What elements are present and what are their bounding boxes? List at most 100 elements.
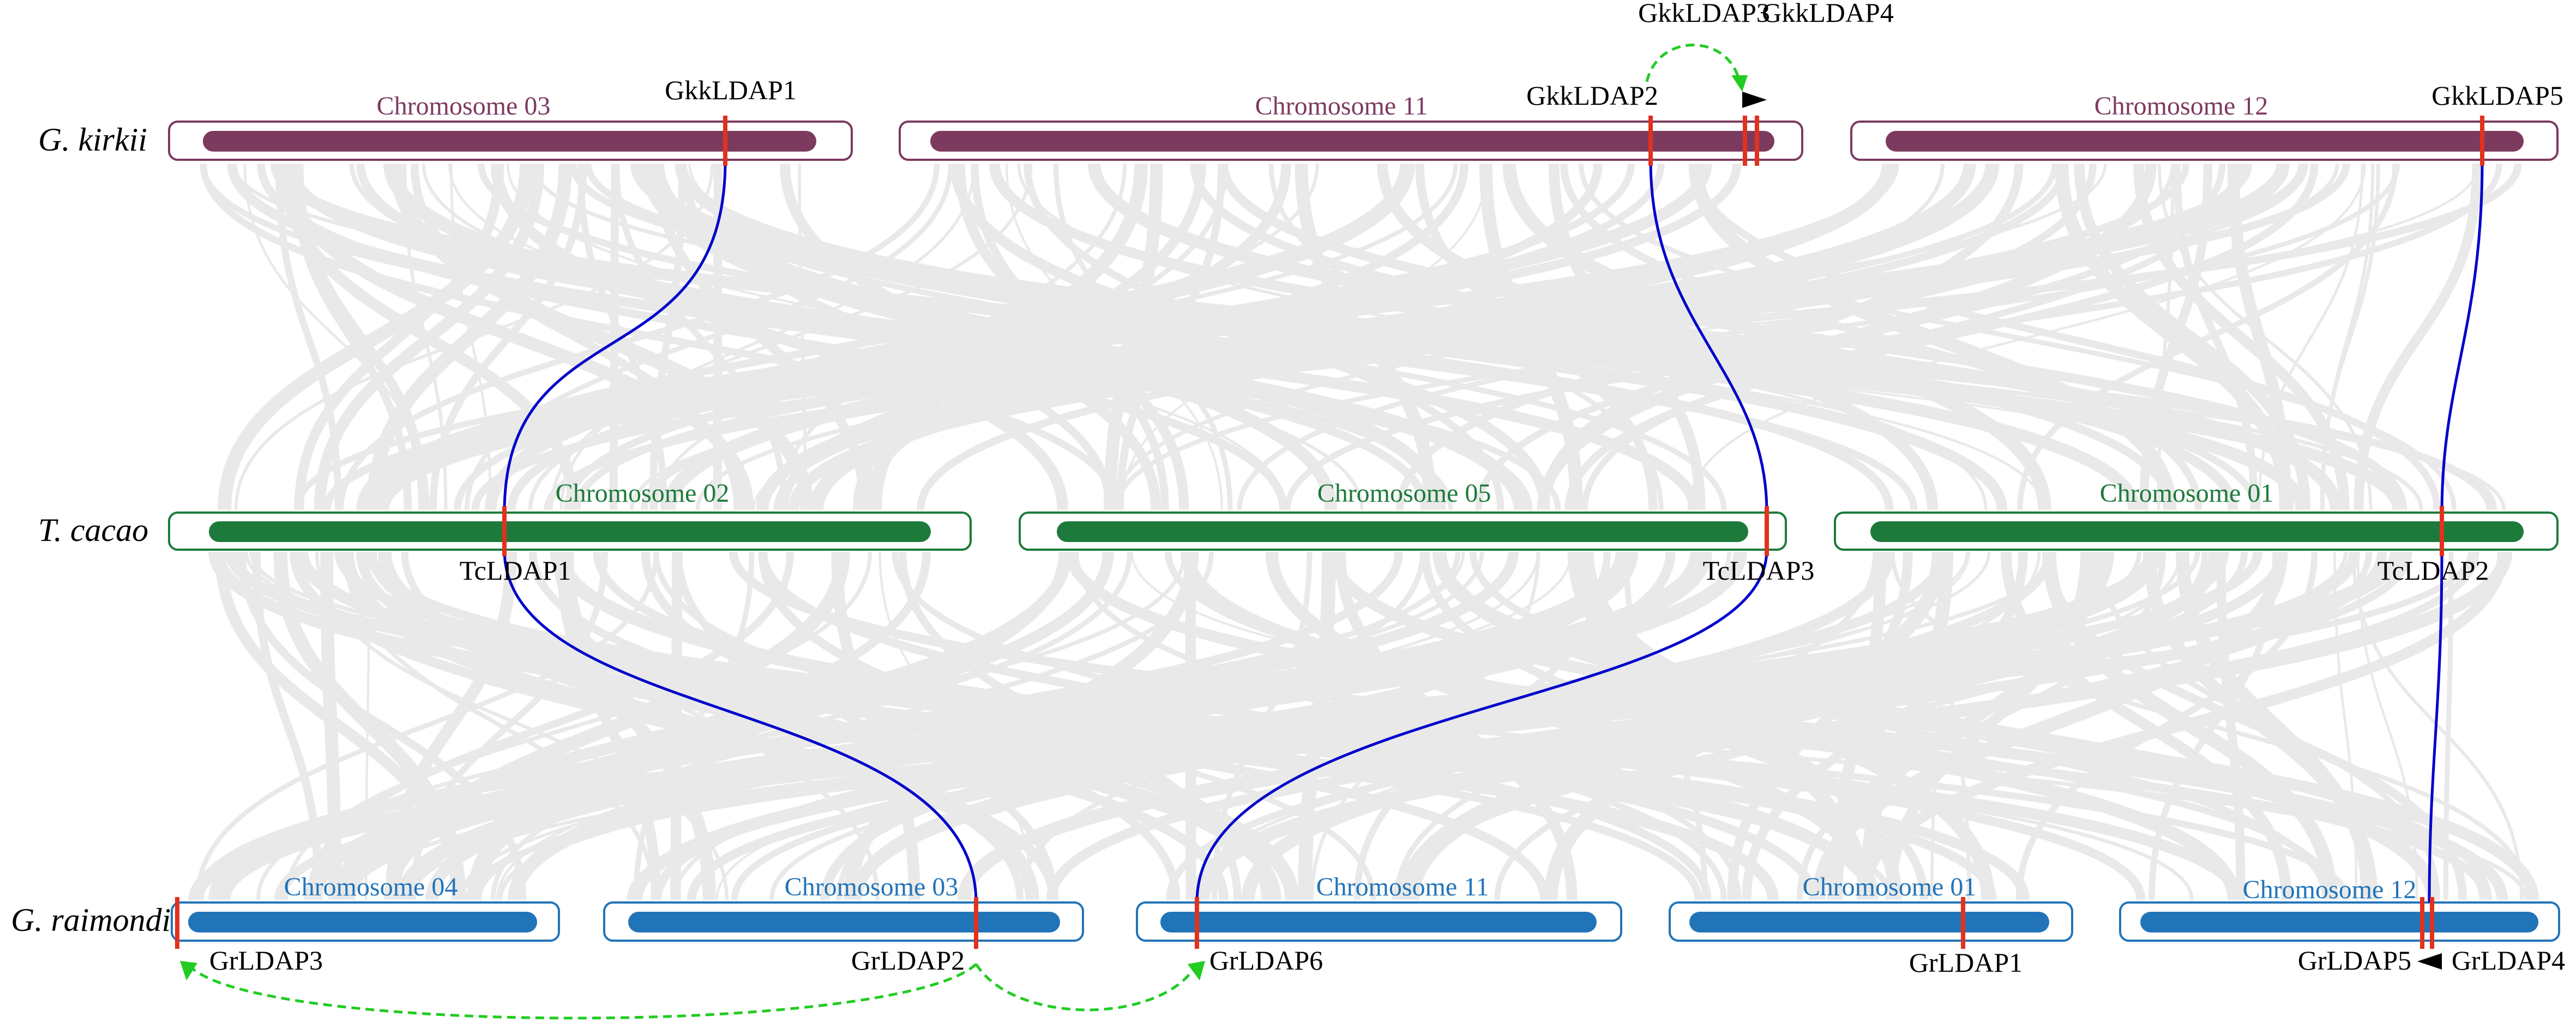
chromosome-bar[interactable] [1886, 131, 2524, 152]
chromosome-bar[interactable] [188, 912, 537, 932]
synteny-ribbon [275, 163, 342, 510]
ortholog-link-tc1-gr2[interactable] [503, 549, 978, 903]
synteny-ribbon [1691, 163, 2441, 510]
synteny-ribbon [273, 551, 466, 900]
synteny-ribbon [729, 551, 2491, 900]
synteny-ribbon [320, 551, 342, 900]
ortholog-link-gkk1-tc1[interactable] [503, 160, 727, 513]
synteny-ribbon [1421, 551, 1928, 900]
gene-markers [175, 116, 2484, 949]
duplication-link-gr2-gr3[interactable] [187, 963, 977, 1020]
ortholog-link-tc2-gr4[interactable] [2428, 549, 2443, 903]
gene-label-gkkldap5: GkkLDAP5 [2431, 80, 2563, 111]
chromosome-label: Chromosome 11 [1316, 872, 1489, 901]
synteny-ribbon [429, 163, 587, 510]
raimondii-chromosomes: Chromosome 04 Chromosome 03 Chromosome 1… [171, 872, 2560, 942]
gene-label-tcldap2: TcLDAP2 [2378, 555, 2489, 586]
chromosome-bar[interactable] [209, 521, 931, 542]
tandem-triangle-icon [2417, 953, 2442, 970]
gene-label-gkkldap1: GkkLDAP1 [665, 75, 797, 105]
chromosome-label: Chromosome 12 [2094, 92, 2268, 121]
chromosome-bar[interactable] [1057, 521, 1748, 542]
duplication-link-gr2-gr6[interactable] [974, 963, 1199, 1012]
synteny-ribbon [752, 163, 2480, 510]
duplication-arrowheads [180, 75, 1748, 980]
gene-label-gkkldap2: GkkLDAP2 [1526, 80, 1658, 111]
chromosome-label: Chromosome 12 [2243, 875, 2417, 904]
chromosome-label: Chromosome 01 [1803, 872, 1977, 901]
synteny-ribbon [550, 551, 1819, 900]
synteny-ribbon [383, 163, 1527, 510]
chromosome-bar[interactable] [1870, 521, 2524, 542]
arrowhead-icon [1731, 75, 1748, 92]
chromosome-label: Chromosome 11 [1255, 92, 1428, 121]
gene-labels: GkkLDAP1 GkkLDAP2 GkkLDAP3 GkkLDAP4 GkkL… [209, 0, 2565, 978]
gene-label-tcldap3: TcLDAP3 [1703, 555, 1815, 586]
synteny-ribbon [200, 163, 1120, 510]
gene-label-grldap4: GrLDAP4 [2452, 945, 2565, 976]
synteny-ribbon [1415, 163, 1658, 510]
synteny-ribbon [257, 163, 1288, 510]
synteny-ribbon [385, 551, 850, 900]
synteny-ribbon [338, 163, 940, 510]
synteny-ribbon [2356, 551, 2418, 900]
ortholog-link-gkk5-tc2[interactable] [2440, 160, 2484, 513]
chromosome-bar[interactable] [2140, 912, 2538, 932]
ortholog-link-tc3-gr6[interactable] [1195, 549, 1768, 903]
duplication-link-gkk3-gkk4[interactable] [1645, 44, 1741, 82]
chromosome-bar[interactable] [203, 131, 816, 152]
synteny-ribbon [2333, 551, 2358, 900]
synteny-ribbon [218, 551, 1465, 900]
species-label-cacao: T. cacao [38, 512, 148, 548]
synteny-ribbon [1298, 551, 1336, 900]
synteny-ribbon [573, 163, 1996, 510]
gene-label-tcldap1: TcLDAP1 [460, 555, 571, 586]
chromosome-bar[interactable] [1689, 912, 2049, 932]
gene-label-gkkldap4: GkkLDAP4 [1762, 0, 1894, 28]
synteny-ribbon [1469, 551, 2492, 900]
ortholog-link-gkk2-tc3[interactable] [1649, 160, 1768, 513]
gene-label-grldap5: GrLDAP5 [2298, 945, 2411, 976]
synteny-ribbon [1377, 163, 1939, 510]
background-synteny-ribbons [188, 163, 2539, 901]
gene-label-grldap6: GrLDAP6 [1209, 945, 1323, 976]
tandem-triangle-icon [1742, 92, 1767, 108]
chromosome-label: Chromosome 03 [785, 872, 959, 901]
synteny-ribbon [218, 163, 534, 510]
synteny-ribbon [356, 551, 1229, 900]
synteny-ribbon [1742, 551, 2028, 900]
duplication-links [187, 44, 1741, 1020]
arrowhead-icon [180, 961, 197, 980]
synteny-ribbon [1564, 163, 2319, 510]
synteny-ribbon [294, 163, 504, 510]
synteny-ribbon [627, 551, 2348, 900]
chromosome-bar[interactable] [930, 131, 1774, 152]
chromosome-label: Chromosome 03 [377, 92, 551, 121]
synteny-ribbon [1581, 163, 2243, 510]
gene-label-grldap1: GrLDAP1 [1909, 947, 2023, 978]
synteny-ribbon [2133, 163, 2350, 510]
gene-label-grldap3: GrLDAP3 [209, 945, 323, 976]
synteny-ribbon [675, 163, 2140, 510]
synteny-ribbon [861, 163, 1469, 510]
synteny-ribbon [366, 163, 573, 510]
synteny-ribbon [613, 163, 788, 510]
species-label-raimondii: G. raimondii [11, 902, 180, 938]
chromosome-bar[interactable] [1160, 912, 1597, 932]
synteny-ribbon [1190, 551, 2513, 900]
chromosome-bar[interactable] [628, 912, 1060, 932]
synteny-ribbon [1247, 551, 2041, 900]
chromosome-label: Chromosome 02 [556, 479, 730, 508]
chromosome-label: Chromosome 01 [2100, 479, 2274, 508]
synteny-ribbon [2320, 163, 2380, 510]
synteny-ribbon [798, 163, 807, 510]
gene-label-gkkldap3: GkkLDAP3 [1638, 0, 1770, 28]
synteny-ribbon [293, 551, 1894, 900]
synteny-ribbon [2139, 163, 2213, 510]
synteny-ribbon [293, 163, 429, 510]
synteny-ribbon [410, 551, 608, 900]
synteny-ribbon [2148, 551, 2279, 900]
kirkii-chromosomes: Chromosome 03 Chromosome 11 Chromosome 1… [168, 92, 2559, 161]
synteny-ribbon [528, 163, 1458, 510]
